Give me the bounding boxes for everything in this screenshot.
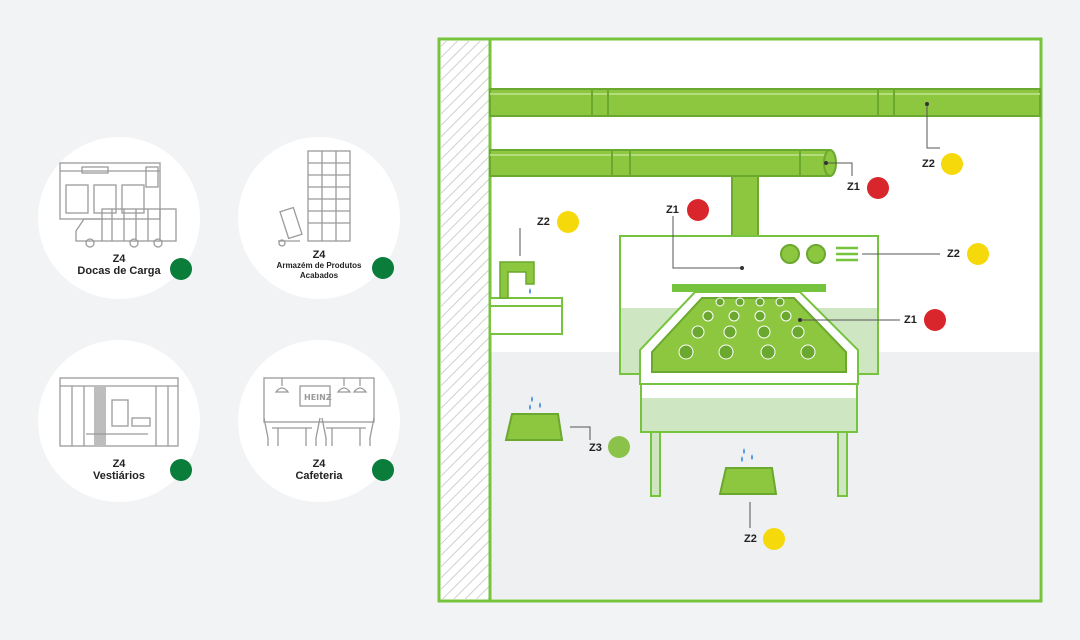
- zone-tag-pipe-outlet: Z1: [847, 181, 860, 193]
- status-dot-yellow: [967, 243, 989, 265]
- status-dot-yellow: [557, 211, 579, 233]
- warehouse-pallets-icon: [278, 150, 351, 247]
- zone-card-loading-docks: Z4 Docas de Carga: [38, 137, 200, 299]
- zone-tag-conveyor: Z1: [904, 314, 917, 326]
- status-dot-red: [867, 177, 889, 199]
- locker-room-icon: [59, 377, 179, 447]
- status-dot-yellow: [941, 153, 963, 175]
- zone-code: Z4: [112, 253, 126, 265]
- hand-sink: [489, 261, 563, 335]
- zone-card-locker-rooms: Z4 Vestiários: [38, 340, 200, 502]
- status-dot-red: [924, 309, 946, 331]
- svg-text:HEINZ: HEINZ: [304, 393, 332, 402]
- drip-tray-bottom: [718, 448, 778, 495]
- zone-name: Armazém de Produtos Acabados: [276, 261, 362, 280]
- zone-tag-nozzle: Z1: [666, 204, 679, 216]
- zone-tag-machine-panel: Z2: [947, 248, 960, 260]
- status-dot-light-green: [608, 436, 630, 458]
- status-dot: [170, 258, 192, 280]
- loading-dock-icon: [59, 162, 177, 248]
- zone-tag-pipe-top: Z2: [922, 158, 935, 170]
- status-dot: [170, 459, 192, 481]
- overhead-pipe: [489, 88, 1041, 117]
- zone-tag-drip-bottom: Z2: [744, 533, 757, 545]
- status-dot: [372, 459, 394, 481]
- zone-card-finished-goods-warehouse: Z4 Armazém de Produtos Acabados: [238, 137, 400, 299]
- cafeteria-icon: HEINZ: [263, 377, 375, 446]
- status-dot: [372, 257, 394, 279]
- zone-tag-sink: Z2: [537, 216, 550, 228]
- zone-code: Z4: [312, 458, 326, 470]
- zone-card-cafeteria: HEINZ Z4 Cafeteria: [238, 340, 400, 502]
- filling-machine: [619, 235, 879, 497]
- zone-code: Z4: [312, 249, 326, 261]
- status-dot-yellow: [763, 528, 785, 550]
- wall-hatch: [441, 41, 489, 599]
- status-dot-red: [687, 199, 709, 221]
- leader-lines: [519, 104, 940, 528]
- drip-tray-left: [504, 396, 564, 441]
- zone-name: Vestiários: [93, 470, 145, 482]
- zone-name: Docas de Carga: [77, 265, 161, 277]
- zone-name: Cafeteria: [295, 470, 343, 482]
- zone-tag-drip-left: Z3: [589, 442, 602, 454]
- zone-code: Z4: [112, 458, 126, 470]
